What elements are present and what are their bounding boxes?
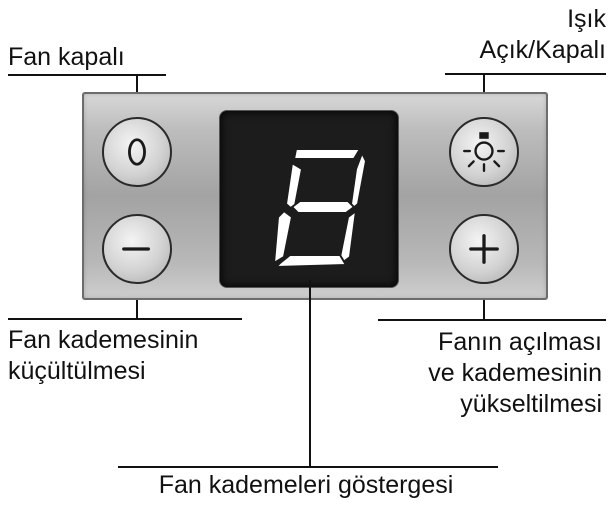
segment-top — [292, 148, 362, 160]
display-leader-vertical — [309, 280, 311, 467]
light-toggle-label: Işık Açık/Kapalı — [480, 4, 606, 66]
fan-increase-button[interactable] — [449, 214, 519, 284]
fan-increase-label-line3: yükseltilmesi — [460, 390, 602, 418]
fan-level-display-label: Fan kademeleri göstergesi — [158, 471, 454, 499]
fan-decrease-label: Fan kademesinin küçültülmesi — [8, 325, 198, 387]
fan-decrease-label-line2: küçültülmesi — [8, 357, 146, 385]
seven-segment-digit — [272, 148, 368, 269]
increase-leader-vertical — [483, 283, 485, 320]
fan-increase-label-line1: Fanın açılması — [438, 328, 602, 356]
segment-bottom-left — [272, 209, 294, 265]
light-toggle-label-line2: Açık/Kapalı — [479, 36, 606, 64]
segment-top-left — [284, 161, 304, 213]
fan-off-label: Fan kapalı — [8, 43, 125, 71]
plus-icon — [469, 234, 499, 264]
light-toggle-label-line1: Işık — [567, 5, 606, 33]
fan-increase-label-line2: ve kademesinin — [428, 359, 602, 387]
segment-bottom — [273, 254, 348, 269]
fan-off-button[interactable] — [102, 117, 172, 187]
segment-bottom-right — [338, 208, 358, 265]
off-zero-icon — [128, 138, 146, 166]
decrease-leader-vertical — [136, 283, 138, 318]
increase-leader-horizontal — [378, 319, 606, 321]
display-leader-horizontal — [118, 466, 498, 468]
light-leader-horizontal — [445, 73, 606, 75]
minus-icon — [122, 247, 150, 251]
decrease-leader-horizontal — [8, 318, 242, 320]
fan-decrease-label-line1: Fan kademesinin — [8, 326, 199, 354]
fan-increase-label: Fanın açılması ve kademesinin yükseltilm… — [428, 327, 602, 420]
fan-level-display — [220, 111, 398, 287]
segment-top-right — [348, 150, 368, 214]
light-toggle-button[interactable] — [449, 117, 519, 187]
segment-middle — [290, 200, 356, 214]
light-bulb-icon — [463, 132, 505, 173]
fan-off-leader-horizontal — [8, 74, 166, 76]
fan-decrease-button[interactable] — [102, 214, 172, 284]
